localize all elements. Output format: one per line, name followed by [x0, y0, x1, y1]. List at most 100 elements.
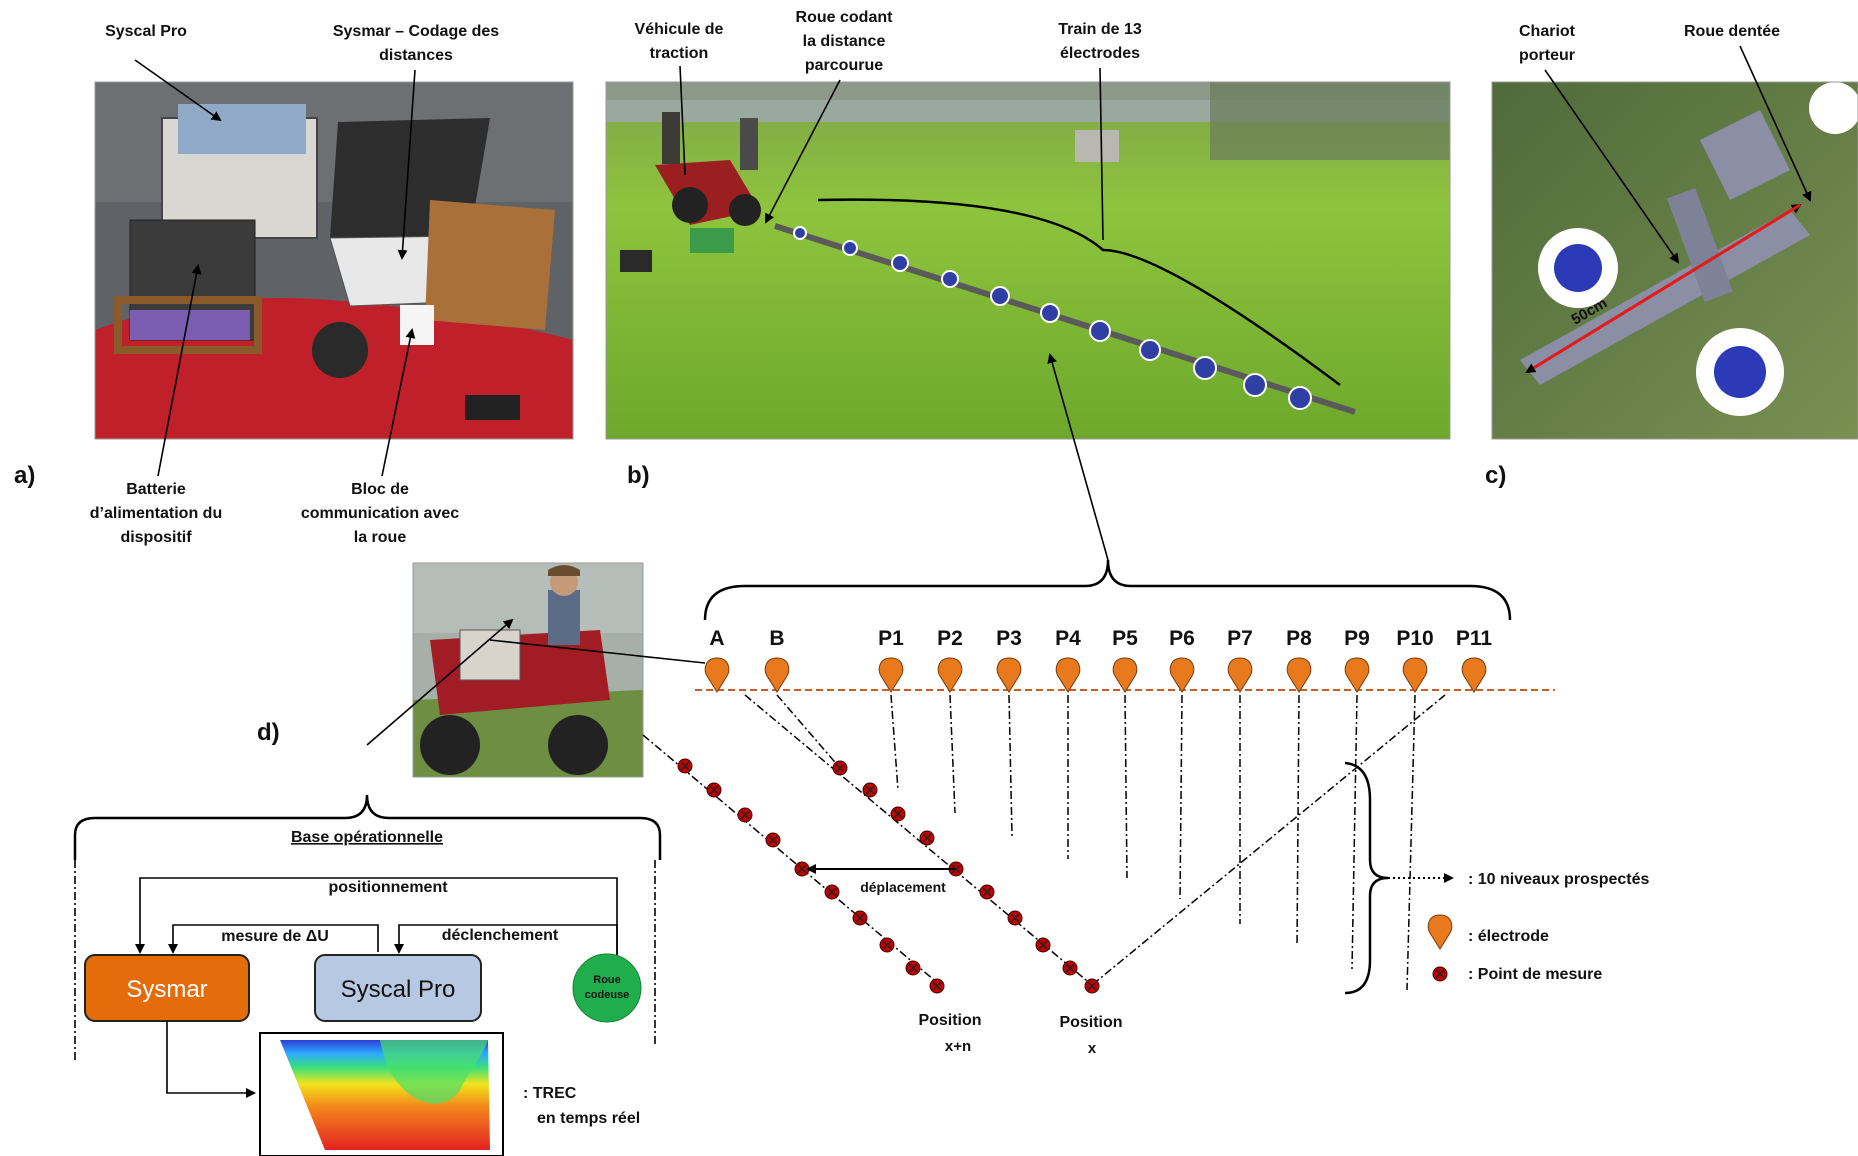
label-train-line1: Train de 13 — [1058, 21, 1142, 38]
label-battery-line1: Batterie — [126, 481, 186, 498]
electrode-label-p3: P3 — [996, 627, 1022, 650]
sysmar-box-label: Sysmar — [126, 976, 207, 1003]
electrode-p3: P3 — [996, 627, 1022, 693]
photo-a-frame — [94, 81, 574, 440]
label-battery-line3: dispositif — [120, 529, 192, 546]
electrode-label-p2: P2 — [937, 627, 963, 650]
diagonal-position-x — [744, 694, 1093, 986]
pseudo-line-6 — [1124, 694, 1128, 879]
position-x-line1: Position — [1059, 1014, 1122, 1031]
measure-point — [890, 806, 906, 822]
roue-label-line2: codeuse — [585, 989, 630, 1001]
measure-point — [879, 937, 895, 953]
legend-point-icon — [1432, 966, 1448, 982]
photo-c: 50cm — [1492, 82, 1858, 439]
train-link-arrow — [1047, 353, 1109, 561]
panel-b-label: b) — [627, 462, 650, 489]
electrode-p4: P4 — [1055, 627, 1081, 693]
pseudo-section — [642, 694, 1446, 994]
measure-point — [852, 910, 868, 926]
photo-b-frame — [605, 81, 1451, 440]
syscal-box — [314, 954, 482, 1022]
photo-b — [606, 82, 1450, 439]
electrode-p5: P5 — [1112, 627, 1138, 693]
pseudo-line-9 — [1296, 694, 1300, 947]
base-brace — [73, 794, 662, 860]
measure-point — [862, 782, 878, 798]
photo-c-frame — [1491, 81, 1858, 440]
electrode-label-p5: P5 — [1112, 627, 1138, 650]
pseudo-line-7 — [1179, 694, 1183, 900]
label-vehicle-line2: traction — [650, 45, 709, 62]
electrodes-row: A B P1 P2 P3 P4 P5 P6 P7 P8 P9 P10 P11 — [704, 627, 1493, 693]
pseudo-line-2 — [890, 694, 899, 791]
pseudo-line-11 — [1406, 694, 1416, 991]
electrode-label-p11: P11 — [1456, 627, 1493, 650]
label-train-line2: électrodes — [1060, 45, 1140, 62]
measure-point — [1062, 960, 1078, 976]
electrode-label-p8: P8 — [1286, 627, 1312, 650]
trec-label-line1: : TREC — [523, 1085, 577, 1102]
electrode-p10: P10 — [1396, 627, 1434, 693]
mesure-label: mesure de ΔU — [221, 928, 329, 945]
electrode-label-p7: P7 — [1227, 627, 1253, 650]
electrode-label-p4: P4 — [1055, 627, 1081, 650]
label-sysmar-line1: Sysmar – Codage des — [333, 23, 499, 40]
photo-c-labels: Chariot porteur Roue dentée — [1519, 23, 1812, 264]
legend-point-text: : Point de mesure — [1468, 966, 1602, 983]
measure-point — [1007, 910, 1023, 926]
measure-point — [919, 830, 935, 846]
photo-d — [413, 563, 643, 777]
positionnement-label: positionnement — [328, 879, 448, 896]
label-wheel-line1: Roue codant — [796, 9, 894, 26]
label-wheel-line3: parcourue — [805, 57, 883, 74]
measure-point — [677, 758, 693, 774]
electrode-p1: P1 — [878, 627, 904, 693]
base-title: Base opérationnelle — [291, 829, 443, 846]
cable-line — [489, 639, 706, 664]
diagonal-right — [1091, 694, 1446, 986]
measure-point — [1084, 978, 1100, 994]
legend: : 10 niveaux prospectés : électrode : Po… — [1344, 761, 1650, 995]
label-chariot-line2: porteur — [1519, 47, 1575, 64]
base-operationnelle: Base opérationnelle positionnement mesur… — [73, 618, 662, 1156]
electrode-p9: P9 — [1344, 627, 1370, 693]
photo-b-labels: Véhicule de traction Roue codant la dist… — [635, 9, 1142, 241]
electrodes-brace — [703, 559, 1512, 621]
electrode-train-photo — [774, 223, 1356, 415]
electrode-p8: P8 — [1286, 627, 1312, 693]
measure-point — [1035, 937, 1051, 953]
label-vehicle-line1: Véhicule de — [635, 21, 724, 38]
photo-a-labels: Syscal Pro Sysmar – Codage des distances… — [90, 23, 499, 546]
pseudo-line-1 — [776, 694, 841, 769]
photo-a — [95, 82, 573, 439]
panel-c-label: c) — [1485, 462, 1506, 489]
electrode-label-a: A — [709, 627, 724, 650]
roue-codeuse-circle — [572, 953, 642, 1023]
measure-point — [794, 861, 810, 877]
electrode-label-b: B — [769, 627, 784, 650]
electrode-p2: P2 — [937, 627, 963, 693]
position-xn-line2: x+n — [945, 1038, 971, 1055]
declenchement-label: déclenchement — [442, 927, 559, 944]
photo-d-frame — [412, 562, 644, 778]
position-x-line2: x — [1088, 1040, 1097, 1057]
measure-point — [737, 807, 753, 823]
pseudo-line-3 — [949, 694, 956, 814]
measure-point — [905, 960, 921, 976]
legend-levels-text: : 10 niveaux prospectés — [1468, 871, 1650, 888]
label-sysmar-line2: distances — [379, 47, 453, 64]
measure-point — [979, 884, 995, 900]
pseudo-line-10 — [1351, 694, 1358, 970]
label-bloc-line3: la roue — [354, 529, 407, 546]
syscal-box-label: Syscal Pro — [341, 976, 456, 1003]
panel-d-label: d) — [257, 719, 280, 746]
electrode-label-p10: P10 — [1396, 627, 1433, 650]
label-bloc-line1: Bloc de — [351, 481, 409, 498]
measure-point — [765, 832, 781, 848]
electrode-p6: P6 — [1169, 627, 1195, 693]
measure-point — [706, 782, 722, 798]
roue-label-line1: Roue — [593, 974, 621, 986]
legend-electrode-text: : électrode — [1468, 928, 1549, 945]
